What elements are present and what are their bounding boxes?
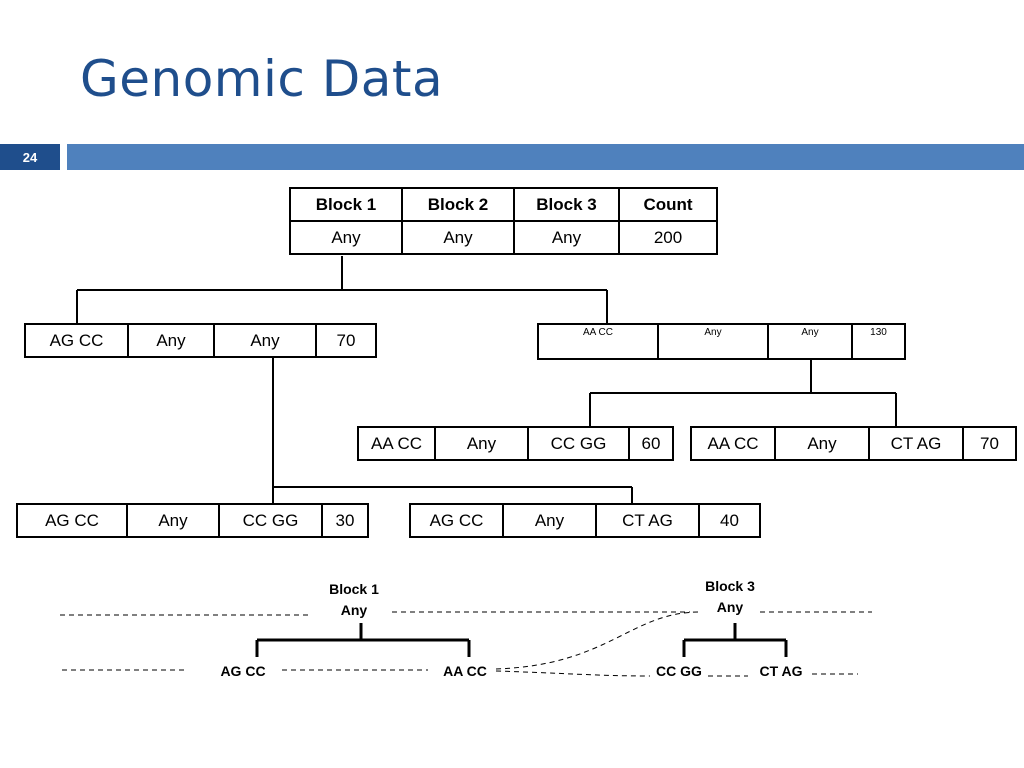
block3-title-label: Block 3 xyxy=(705,578,755,594)
right-right-node-table: AA CC Any CT AG 70 xyxy=(690,426,1017,461)
root-block-2: Any xyxy=(401,220,515,255)
cell-block-3: CT AG xyxy=(595,503,700,538)
cell-count: 130 xyxy=(851,323,906,360)
root-count: 200 xyxy=(618,220,718,255)
block1-child-ag-cc: AG CC xyxy=(220,663,266,679)
cell-block-2: Any xyxy=(127,323,215,358)
cell-block-1: AA CC xyxy=(537,323,659,360)
left-left-node-table: AG CC Any CC GG 30 xyxy=(16,503,369,538)
cell-block-1: AG CC xyxy=(409,503,504,538)
cell-count: 30 xyxy=(321,503,369,538)
block1-child-aa-cc: AA CC xyxy=(443,663,487,679)
cell-block-1: AG CC xyxy=(24,323,129,358)
page-number: 24 xyxy=(0,144,60,170)
block1-value-label: Any xyxy=(340,602,368,618)
header-count: Count xyxy=(618,187,718,222)
cell-block-2: Any xyxy=(502,503,597,538)
left-node-table: AG CC Any Any 70 xyxy=(24,323,377,358)
cell-count: 60 xyxy=(628,426,674,461)
cell-block-2: Any xyxy=(126,503,220,538)
header-block-1: Block 1 xyxy=(289,187,403,222)
cell-block-1: AG CC xyxy=(16,503,128,538)
root-block-1: Any xyxy=(289,220,403,255)
cell-block-3: CC GG xyxy=(218,503,323,538)
left-right-node-table: AG CC Any CT AG 40 xyxy=(409,503,761,538)
cell-block-2: Any xyxy=(434,426,529,461)
root-block-3: Any xyxy=(513,220,620,255)
header-block-3: Block 3 xyxy=(513,187,620,222)
block3-child-ct-ag: CT AG xyxy=(759,663,803,679)
slide-title: Genomic Data xyxy=(80,50,444,108)
cell-block-3: CC GG xyxy=(527,426,630,461)
cell-block-1: AA CC xyxy=(690,426,776,461)
cell-count: 70 xyxy=(315,323,377,358)
cell-block-3: Any xyxy=(767,323,853,360)
cell-count: 70 xyxy=(962,426,1017,461)
cell-block-3: Any xyxy=(213,323,317,358)
block3-child-cc-gg: CC GG xyxy=(656,663,702,679)
block3-value-label: Any xyxy=(716,599,744,615)
cell-block-2: Any xyxy=(774,426,870,461)
cell-block-3: CT AG xyxy=(868,426,964,461)
header-bar xyxy=(67,144,1024,170)
right-left-node-table: AA CC Any CC GG 60 xyxy=(357,426,674,461)
root-node-table: Block 1 Block 2 Block 3 Count Any Any An… xyxy=(289,187,718,255)
block1-title-label: Block 1 xyxy=(329,581,379,597)
cell-count: 40 xyxy=(698,503,761,538)
header-block-2: Block 2 xyxy=(401,187,515,222)
right-node-table: AA CC Any Any 130 xyxy=(537,323,906,360)
cell-block-2: Any xyxy=(657,323,769,360)
cell-block-1: AA CC xyxy=(357,426,436,461)
